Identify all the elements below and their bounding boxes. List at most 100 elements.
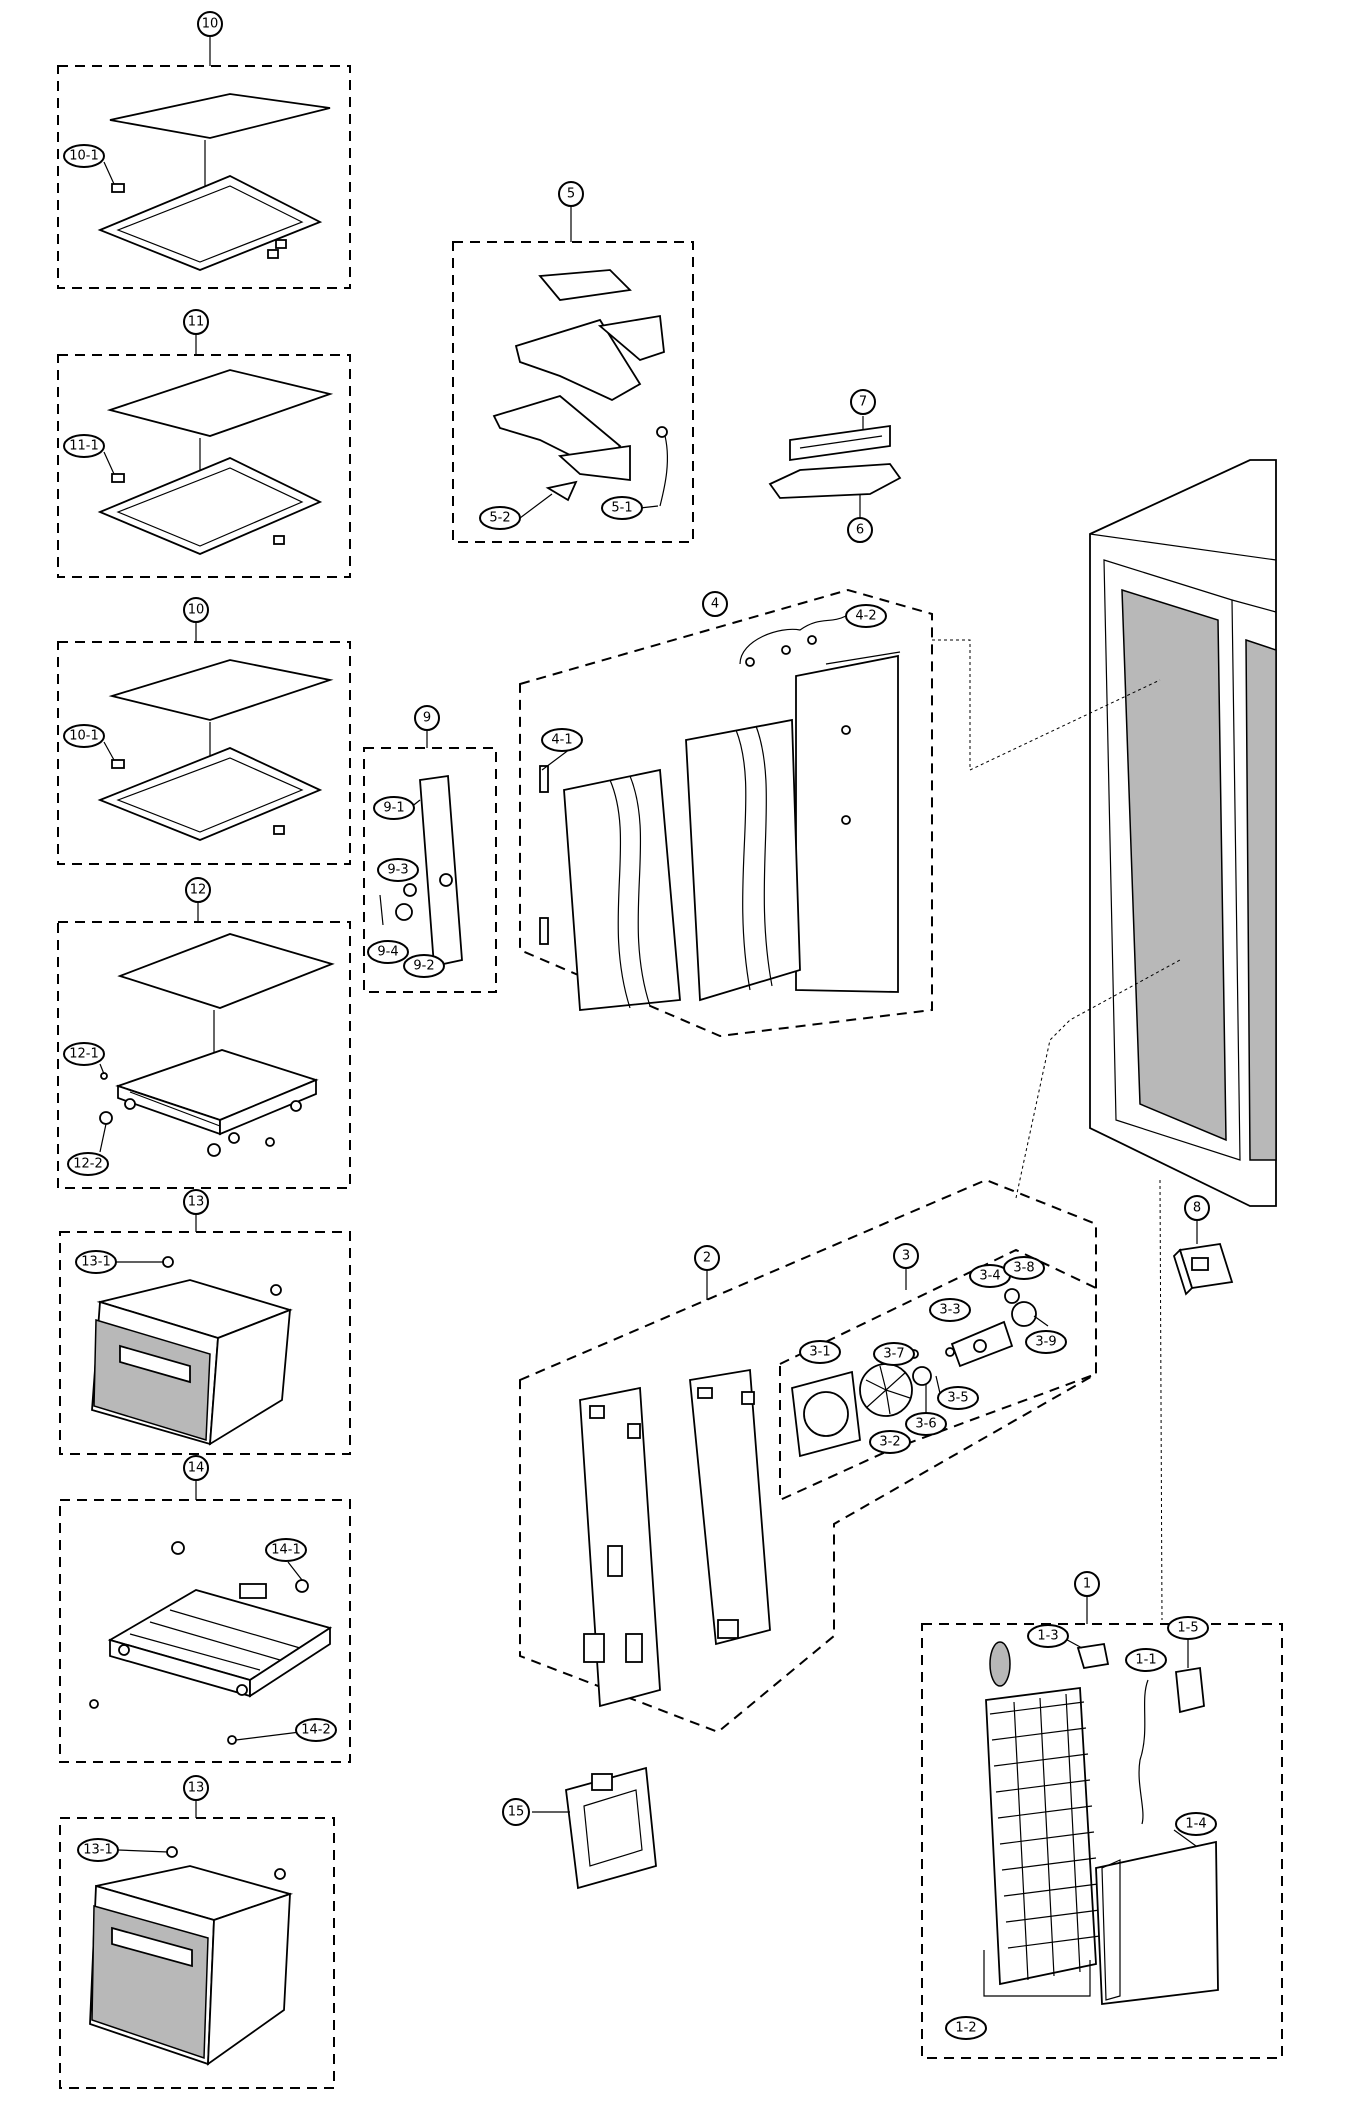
group-5-duct-assembly xyxy=(452,206,694,543)
svg-text:12: 12 xyxy=(190,883,207,898)
callout-13-1: 13-1 xyxy=(75,1250,117,1274)
callout-4: 4 xyxy=(702,591,728,617)
group-10-shelf-second xyxy=(57,622,351,865)
led-holder xyxy=(768,463,902,499)
group-3-fan-motor xyxy=(779,1248,1097,1502)
svg-text:1-1: 1-1 xyxy=(1135,1653,1156,1668)
cabinet-liner-right xyxy=(1245,638,1277,1161)
callout-4-2: 4-2 xyxy=(845,604,887,628)
svg-text:1-5: 1-5 xyxy=(1177,1621,1198,1636)
callout-3-9: 3-9 xyxy=(1025,1330,1067,1354)
callout-1-2: 1-2 xyxy=(945,2016,987,2040)
callout-12-1: 12-1 xyxy=(63,1042,105,1066)
callout-9-3: 9-3 xyxy=(377,858,419,882)
svg-text:1-3: 1-3 xyxy=(1037,1629,1058,1644)
damper-plate xyxy=(419,774,463,968)
parts-7-6-led xyxy=(768,416,902,518)
svg-text:4-1: 4-1 xyxy=(551,733,572,748)
callout-14-2: 14-2 xyxy=(295,1718,337,1742)
svg-text:1-4: 1-4 xyxy=(1185,1817,1206,1832)
callout-3-6: 3-6 xyxy=(905,1412,947,1436)
callout-14: 14 xyxy=(183,1455,209,1481)
svg-text:8: 8 xyxy=(1193,1201,1201,1216)
glass-panel xyxy=(108,659,334,721)
cabinet-liner-left xyxy=(1121,588,1227,1142)
svg-text:7: 7 xyxy=(859,395,867,410)
group-9-damper xyxy=(363,730,497,993)
callout-8: 8 xyxy=(1184,1195,1210,1221)
group-12-crisper-cover xyxy=(57,902,351,1189)
group-2-fan-cover xyxy=(519,1178,1097,1734)
led-strip xyxy=(789,424,891,462)
svg-text:2: 2 xyxy=(703,1251,711,1266)
callout-9-2: 9-2 xyxy=(403,954,445,978)
part-8-module xyxy=(1172,1220,1234,1296)
svg-text:14-1: 14-1 xyxy=(271,1543,301,1558)
group-14-crisper-tray xyxy=(59,1480,351,1763)
crisper-frame xyxy=(115,1049,319,1121)
svg-text:3: 3 xyxy=(902,1249,910,1264)
svg-text:10-1: 10-1 xyxy=(69,149,99,164)
svg-text:13-1: 13-1 xyxy=(83,1843,113,1858)
cover-front xyxy=(563,768,681,1011)
part-15-bracket xyxy=(532,1766,657,1890)
callout-11: 11 xyxy=(183,309,209,335)
accumulator xyxy=(989,1641,1011,1687)
shelf-frame xyxy=(97,457,323,555)
sensor-clip xyxy=(1076,1642,1110,1670)
svg-text:9-1: 9-1 xyxy=(383,801,404,816)
svg-text:10: 10 xyxy=(202,17,219,32)
glass-panel xyxy=(106,369,334,437)
group-10-shelf-top xyxy=(57,36,351,289)
callout-1-1: 1-1 xyxy=(1125,1648,1167,1672)
svg-text:1: 1 xyxy=(1083,1577,1091,1592)
callout-1-3: 1-3 xyxy=(1027,1624,1069,1648)
evaporator-coil xyxy=(985,1686,1101,1986)
svg-text:15: 15 xyxy=(508,1805,525,1820)
svg-text:13: 13 xyxy=(188,1781,205,1796)
callout-11-1: 11-1 xyxy=(63,434,105,458)
callout-3-7: 3-7 xyxy=(873,1342,915,1366)
svg-text:11-1: 11-1 xyxy=(69,439,99,454)
svg-text:10: 10 xyxy=(188,603,205,618)
svg-text:13-1: 13-1 xyxy=(81,1255,111,1270)
fan-blade xyxy=(859,1363,913,1417)
callout-12: 12 xyxy=(185,877,211,903)
svg-text:9: 9 xyxy=(423,711,431,726)
svg-text:5-2: 5-2 xyxy=(489,511,510,526)
svg-text:4-2: 4-2 xyxy=(855,609,876,624)
callout-13: 13 xyxy=(183,1189,209,1215)
callout-3-2: 3-2 xyxy=(869,1430,911,1454)
shelf-frame xyxy=(97,747,323,841)
mount-bracket xyxy=(565,1766,657,1890)
svg-text:13: 13 xyxy=(188,1195,205,1210)
callout-9-4: 9-4 xyxy=(367,940,409,964)
glass-panel xyxy=(117,933,335,1009)
callout-3: 3 xyxy=(893,1243,919,1269)
callout-10: 10 xyxy=(183,597,209,623)
callout-5: 5 xyxy=(558,181,584,207)
svg-text:10-1: 10-1 xyxy=(69,729,99,744)
assembly-guide-lines xyxy=(932,639,1181,1621)
callout-5-2: 5-2 xyxy=(479,506,521,530)
callouts: 10 10-1 11 11-1 10 10-1 12 12-1 12-2 13 … xyxy=(63,11,1217,2040)
callout-7: 7 xyxy=(850,389,876,415)
callout-10: 10 xyxy=(197,11,223,37)
svg-text:3-6: 3-6 xyxy=(915,1417,936,1432)
callout-5-1: 5-1 xyxy=(601,496,643,520)
svg-text:3-4: 3-4 xyxy=(979,1269,1000,1284)
callout-4-1: 4-1 xyxy=(541,728,583,752)
callout-6: 6 xyxy=(847,517,873,543)
callout-1-4: 1-4 xyxy=(1175,1812,1217,1836)
svg-text:3-1: 3-1 xyxy=(809,1345,830,1360)
callout-13: 13 xyxy=(183,1775,209,1801)
callout-3-3: 3-3 xyxy=(929,1298,971,1322)
callout-15: 15 xyxy=(502,1798,530,1826)
callout-10-1: 10-1 xyxy=(63,144,105,168)
svg-text:4: 4 xyxy=(711,597,719,612)
svg-text:11: 11 xyxy=(188,315,205,330)
callout-12-2: 12-2 xyxy=(67,1152,109,1176)
svg-text:12-1: 12-1 xyxy=(69,1047,99,1062)
group-1-evaporator xyxy=(921,1596,1283,2059)
